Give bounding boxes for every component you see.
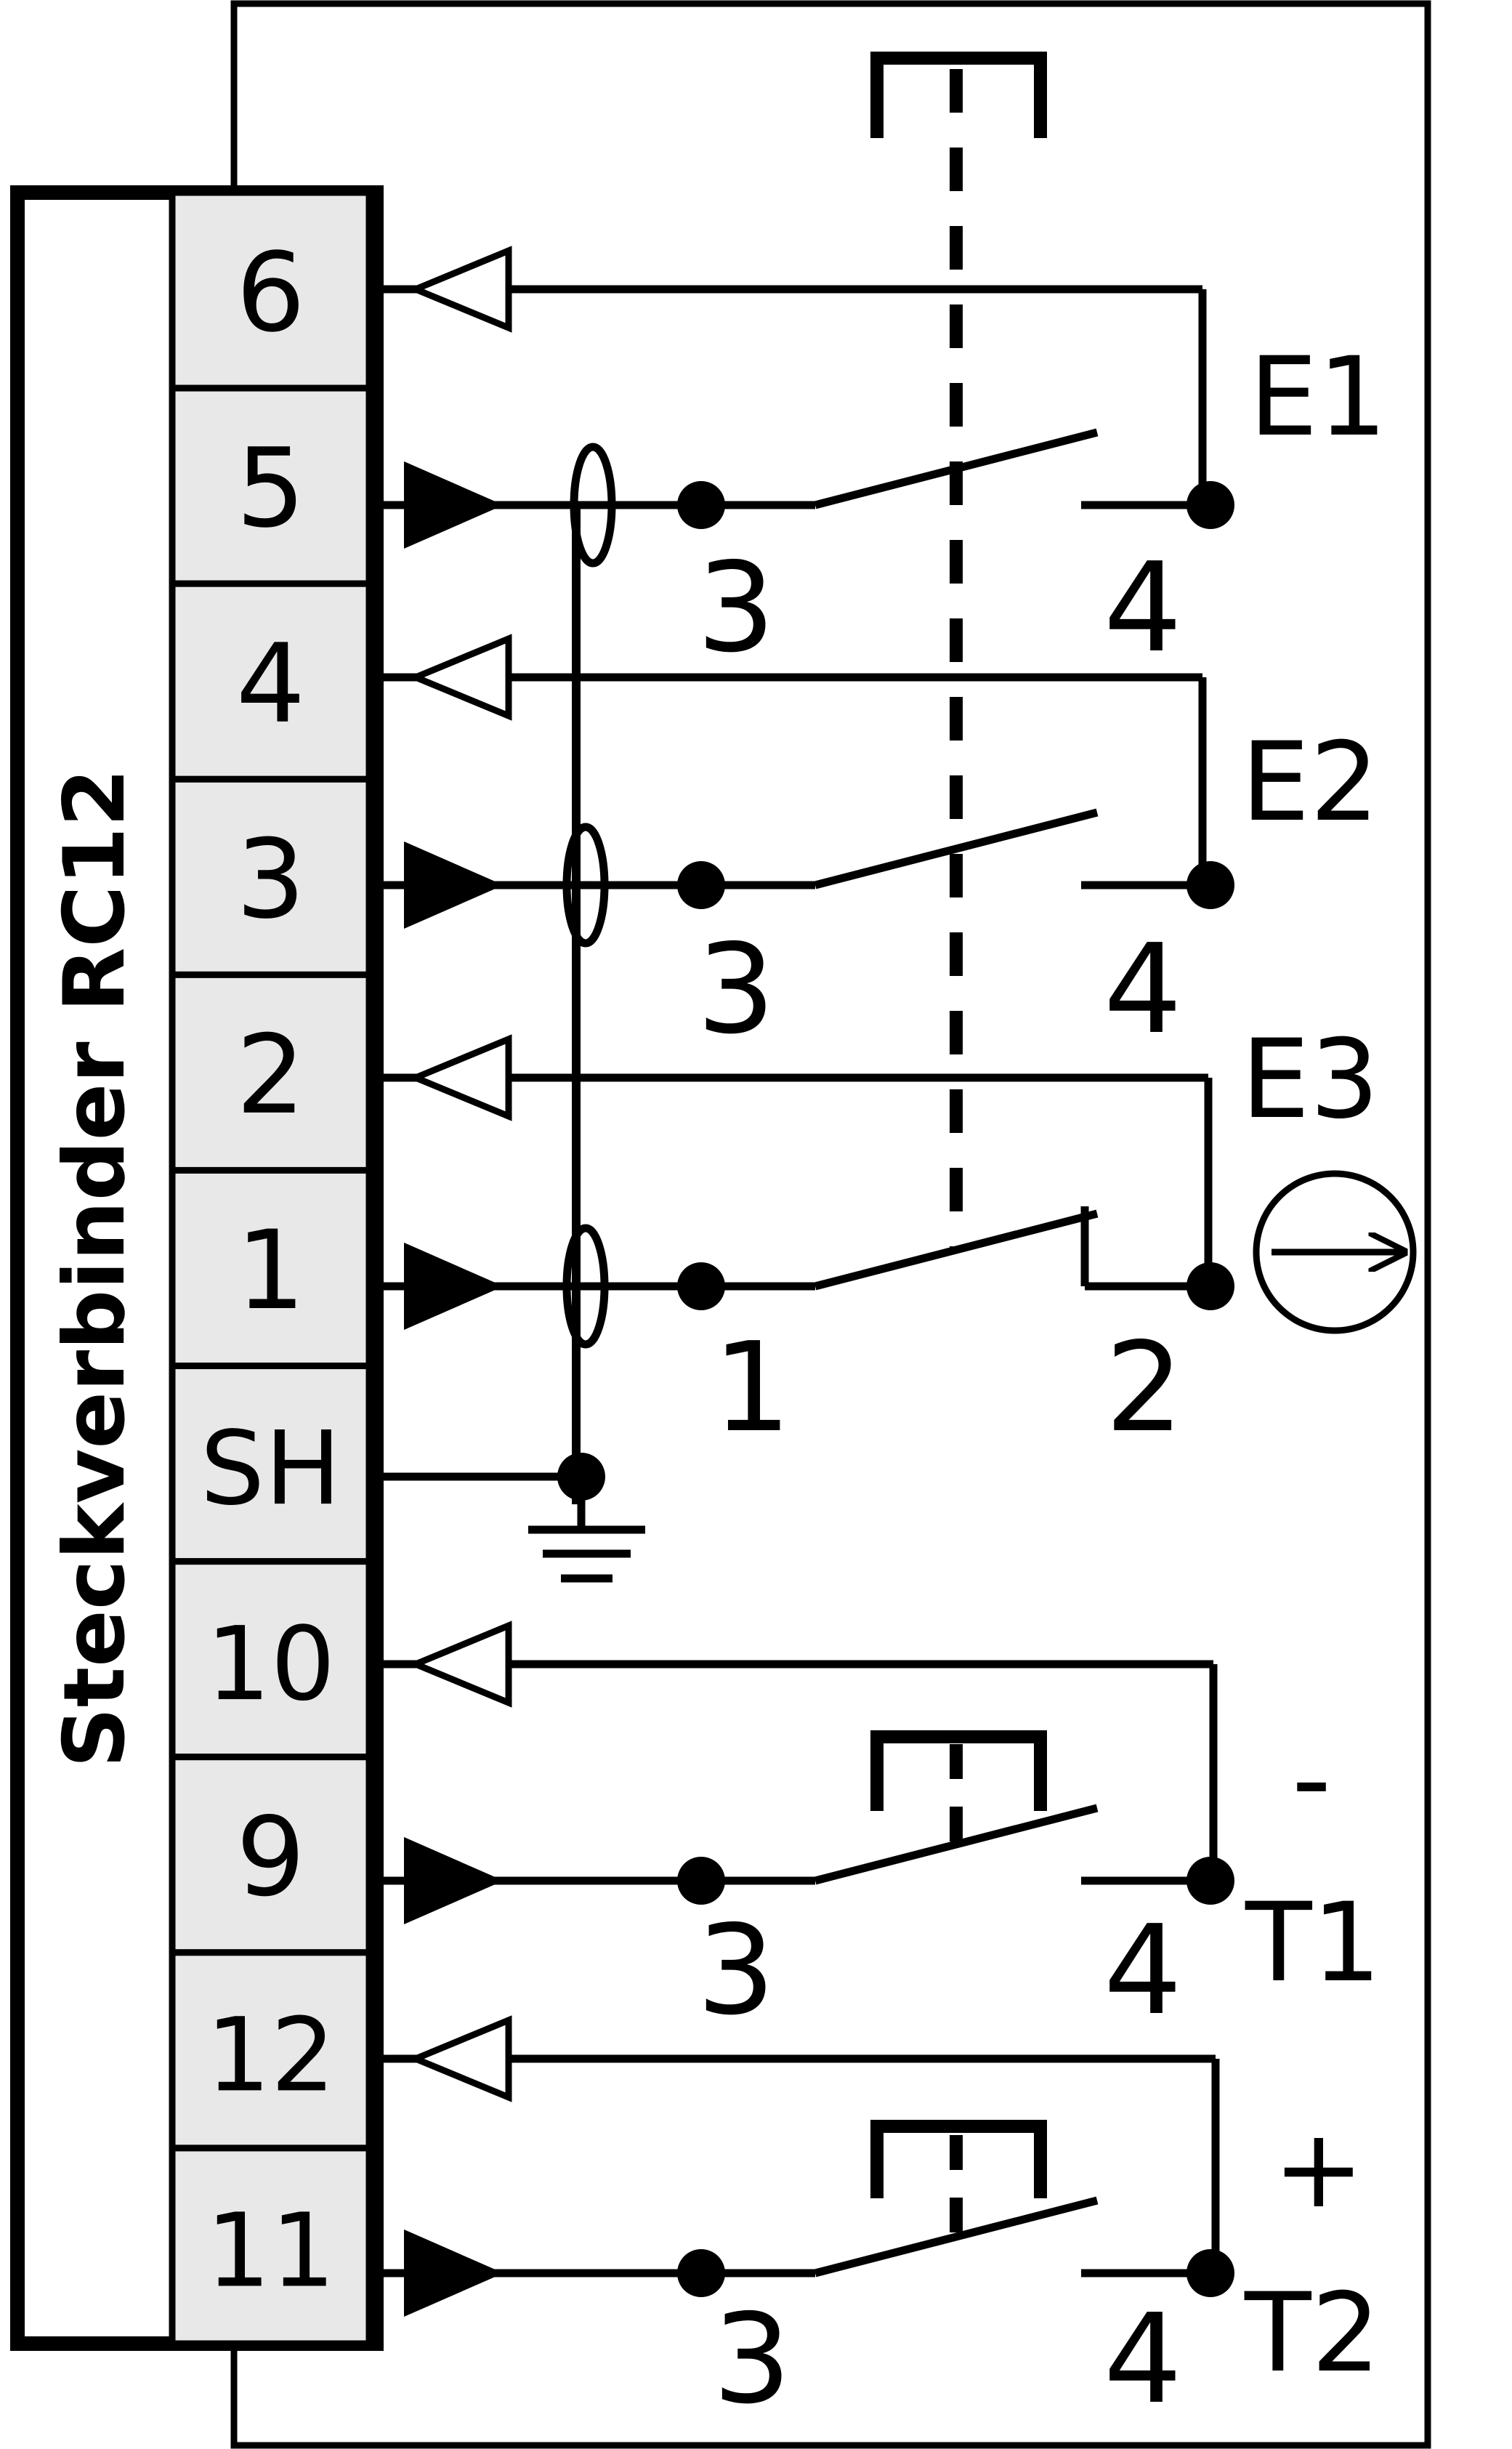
terminal-label: 3 bbox=[697, 536, 775, 680]
circle-arrow-right-icon bbox=[1253, 1170, 1417, 1334]
shield-ellipse-icon bbox=[562, 823, 609, 948]
connector-title: Steckverbinder RC12 bbox=[46, 768, 144, 1768]
pin-label: SH bbox=[200, 1410, 341, 1528]
contact-label-e3: E3 bbox=[1241, 1017, 1379, 1143]
pin-label: 5 bbox=[236, 426, 305, 552]
output-arrows bbox=[407, 246, 512, 2102]
sign-t1: - bbox=[1292, 1716, 1331, 1843]
pin-label: 12 bbox=[206, 1996, 335, 2115]
contact-label-t2: T2 bbox=[1244, 2270, 1380, 2397]
filled-arrow-icon bbox=[404, 1242, 504, 1331]
pin-cell bbox=[169, 384, 373, 587]
terminal-label: 4 bbox=[1104, 2288, 1182, 2432]
pin-cell bbox=[169, 1558, 373, 1761]
filled-arrow-icon bbox=[404, 2229, 504, 2317]
terminal-label: 3 bbox=[697, 918, 775, 1062]
terminal-label: 3 bbox=[697, 1899, 775, 2043]
connector-block: 6 5 4 3 2 1SH 10 9 12 11 Steckverbinder RC12 bbox=[10, 185, 384, 2351]
terminal-label: 1 bbox=[713, 1316, 791, 1460]
pin-cell bbox=[169, 1949, 373, 2152]
sign-t2: + bbox=[1273, 2106, 1365, 2232]
terminal-label: 4 bbox=[1104, 536, 1182, 680]
pin-label: 6 bbox=[236, 230, 305, 357]
shield-ellipse-icon bbox=[570, 443, 616, 568]
terminal-label: 4 bbox=[1104, 918, 1182, 1062]
pin-label: 9 bbox=[236, 1794, 305, 1921]
hollow-arrow-icon bbox=[407, 246, 512, 333]
junction-dots bbox=[557, 481, 1234, 2297]
terminal-label: 2 bbox=[1105, 1316, 1184, 1460]
mechanical-linkage bbox=[870, 52, 1047, 2246]
hollow-arrow-icon bbox=[407, 2015, 512, 2102]
pin-label: 4 bbox=[236, 621, 305, 748]
contact-label-t1: T1 bbox=[1245, 1880, 1381, 2006]
pin-label: 2 bbox=[236, 1012, 305, 1139]
filled-arrow-icon bbox=[404, 1836, 504, 1925]
hollow-arrow-icon bbox=[407, 1621, 512, 1708]
pin-label: 11 bbox=[206, 2192, 335, 2310]
pin-label: 10 bbox=[206, 1605, 335, 1724]
shield-ellipse-icon bbox=[562, 1224, 609, 1349]
pin-cells: 6 5 4 3 2 1SH 10 9 12 11 bbox=[169, 189, 373, 2347]
ground-icon bbox=[528, 1525, 645, 1583]
contact-label-e1: E1 bbox=[1249, 334, 1387, 461]
input-arrows bbox=[404, 461, 504, 2317]
shield-ground-line bbox=[376, 1472, 586, 1526]
filled-arrow-icon bbox=[404, 841, 504, 929]
pin-label: 3 bbox=[236, 817, 305, 943]
contact-label-e2: E2 bbox=[1241, 719, 1379, 846]
pin-label: 1 bbox=[236, 1208, 305, 1334]
hollow-arrow-icon bbox=[407, 634, 512, 721]
shield-ellipses bbox=[562, 443, 616, 1349]
hollow-arrow-icon bbox=[407, 1034, 512, 1121]
contact-group-e2 bbox=[376, 673, 1207, 889]
filled-arrow-icon bbox=[404, 461, 504, 549]
terminal-label: 3 bbox=[713, 2288, 791, 2432]
terminal-label: 4 bbox=[1104, 1899, 1182, 2043]
